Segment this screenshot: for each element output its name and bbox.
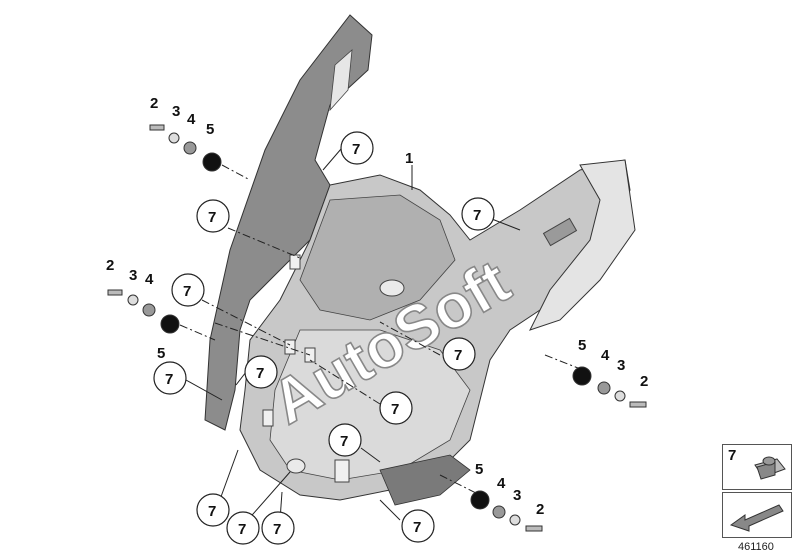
bolt-icon <box>149 124 165 131</box>
part-label-main: 1 <box>405 150 413 167</box>
svg-text:4: 4 <box>497 475 506 492</box>
svg-text:7: 7 <box>208 209 216 226</box>
nut-icon <box>142 303 156 317</box>
fastener-group-top-left: 2 3 4 5 <box>149 95 222 172</box>
svg-text:7: 7 <box>208 503 216 520</box>
callout-circle: 7 <box>244 355 278 389</box>
fairing-part <box>204 14 636 506</box>
legend-clip-nut: 7 <box>722 444 792 490</box>
nut-icon <box>492 505 506 519</box>
grommet-icon <box>202 152 222 172</box>
washer-icon <box>127 294 139 306</box>
legend-arrow <box>722 492 792 538</box>
callout-circle: 7 <box>196 199 230 233</box>
svg-text:7: 7 <box>473 207 481 224</box>
nut-icon <box>597 381 611 395</box>
svg-text:7: 7 <box>165 371 173 388</box>
washer-icon <box>168 132 180 144</box>
callout-circle: 7 <box>379 391 413 425</box>
fairing-clip-slot <box>289 254 301 270</box>
callouts: 7 7 7 7 7 7 7 7 7 7 7 7 7 <box>153 131 495 545</box>
fairing-clip-slot <box>284 339 296 355</box>
svg-text:4: 4 <box>145 271 154 288</box>
callout-circle: 7 <box>442 337 476 371</box>
clip-nut-icon <box>754 456 786 480</box>
svg-text:5: 5 <box>578 337 586 354</box>
fairing-clip-slot <box>542 217 578 247</box>
svg-text:7: 7 <box>256 365 264 382</box>
fairing-clip-slot <box>262 409 274 427</box>
leader-lines <box>179 164 579 495</box>
washer-icon <box>509 514 521 526</box>
svg-text:3: 3 <box>129 267 137 284</box>
reference-number: 461160 <box>738 541 774 553</box>
callout-circle: 7 <box>153 361 187 395</box>
bolt-icon <box>525 525 543 532</box>
svg-text:5: 5 <box>475 461 483 478</box>
bolt-icon <box>629 401 647 408</box>
svg-text:2: 2 <box>106 257 114 274</box>
svg-text:7: 7 <box>183 283 191 300</box>
fairing-right-wing <box>529 159 636 331</box>
svg-text:3: 3 <box>617 357 625 374</box>
callout-circle: 7 <box>461 197 495 231</box>
svg-text:2: 2 <box>640 373 648 390</box>
washer-icon <box>614 390 626 402</box>
fairing-clip-slot <box>334 459 350 483</box>
fastener-group-right: 5 4 3 2 <box>572 337 648 408</box>
svg-text:7: 7 <box>340 433 348 450</box>
fairing-hole <box>379 279 405 297</box>
callout-leaders <box>185 148 521 523</box>
grommet-icon <box>572 366 592 386</box>
svg-text:7: 7 <box>273 521 281 538</box>
fairing-hole-lower <box>286 458 306 474</box>
svg-text:2: 2 <box>536 501 544 518</box>
callout-circle: 7 <box>226 511 260 545</box>
svg-text:7: 7 <box>238 521 246 538</box>
callout-circle: 7 <box>261 511 295 545</box>
nut-icon <box>183 141 197 155</box>
callout-circle: 7 <box>401 509 435 543</box>
svg-text:7: 7 <box>391 401 399 418</box>
fastener-group-mid-left: 2 3 4 5 <box>106 257 180 362</box>
svg-text:3: 3 <box>172 103 180 120</box>
svg-text:3: 3 <box>513 487 521 504</box>
svg-text:5: 5 <box>157 345 165 362</box>
fastener-group-bottom-right: 5 4 3 2 <box>470 461 544 532</box>
svg-text:2: 2 <box>150 95 158 112</box>
callout-circle: 7 <box>340 131 374 165</box>
svg-text:7: 7 <box>413 519 421 536</box>
svg-text:5: 5 <box>206 121 214 138</box>
svg-text:7: 7 <box>454 347 462 364</box>
svg-text:4: 4 <box>187 111 196 128</box>
callout-circle: 7 <box>328 423 362 457</box>
arrow-icon <box>729 504 784 532</box>
fairing-slot <box>329 49 353 112</box>
fairing-center-panel <box>299 194 456 321</box>
grommet-icon <box>160 314 180 334</box>
svg-text:7: 7 <box>352 141 360 158</box>
grommet-icon <box>470 490 490 510</box>
callout-circle: 7 <box>196 493 230 527</box>
bolt-icon <box>107 289 123 296</box>
legend-label: 7 <box>728 447 737 464</box>
svg-text:4: 4 <box>601 347 610 364</box>
callout-circle: 7 <box>171 273 205 307</box>
